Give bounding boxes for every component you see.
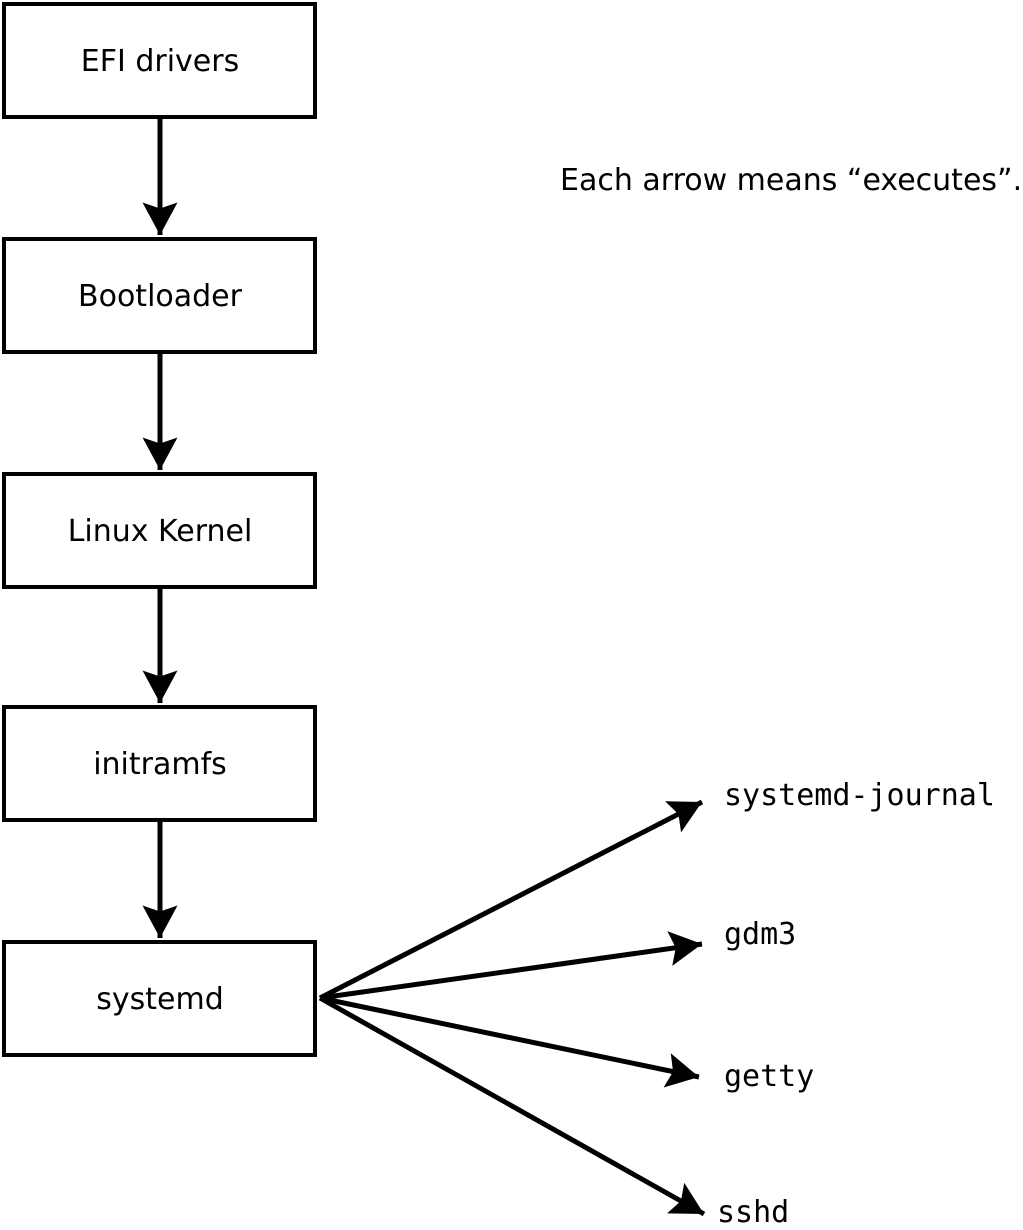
node-systemd-box — [2, 940, 317, 1057]
process-label-getty: getty — [724, 1059, 814, 1094]
node-initramfs-label: initramfs — [93, 747, 227, 782]
node-efi-drivers-box — [2, 2, 317, 119]
process-label-sshd: sshd — [717, 1195, 789, 1230]
node-bootloader-label: Bootloader — [78, 279, 243, 314]
edge-systemd-to-getty — [319, 995, 700, 1088]
node-systemd: systemd — [2, 940, 317, 1057]
process-label-gdm3: gdm3 — [724, 917, 796, 952]
node-bootloader: Bootloader — [2, 237, 317, 354]
diagram-caption: Each arrow means “executes”. — [560, 163, 1022, 198]
edge-systemd-to-systemd-journal — [318, 799, 704, 1001]
node-linux-kernel-label: Linux Kernel — [68, 514, 253, 549]
edge-systemd-to-gdm3 — [319, 931, 703, 1001]
node-systemd-label: systemd — [96, 982, 224, 1017]
node-efi-drivers-label: EFI drivers — [81, 44, 239, 79]
edge-systemd-to-sshd — [318, 995, 706, 1217]
node-efi-drivers: EFI drivers — [2, 2, 317, 119]
node-linux-kernel-box — [2, 472, 317, 589]
node-initramfs: initramfs — [2, 705, 317, 822]
node-linux-kernel: Linux Kernel — [2, 472, 317, 589]
node-initramfs-box — [2, 705, 317, 822]
process-label-systemd-journal: systemd-journal — [724, 778, 995, 813]
node-bootloader-box — [2, 237, 317, 354]
